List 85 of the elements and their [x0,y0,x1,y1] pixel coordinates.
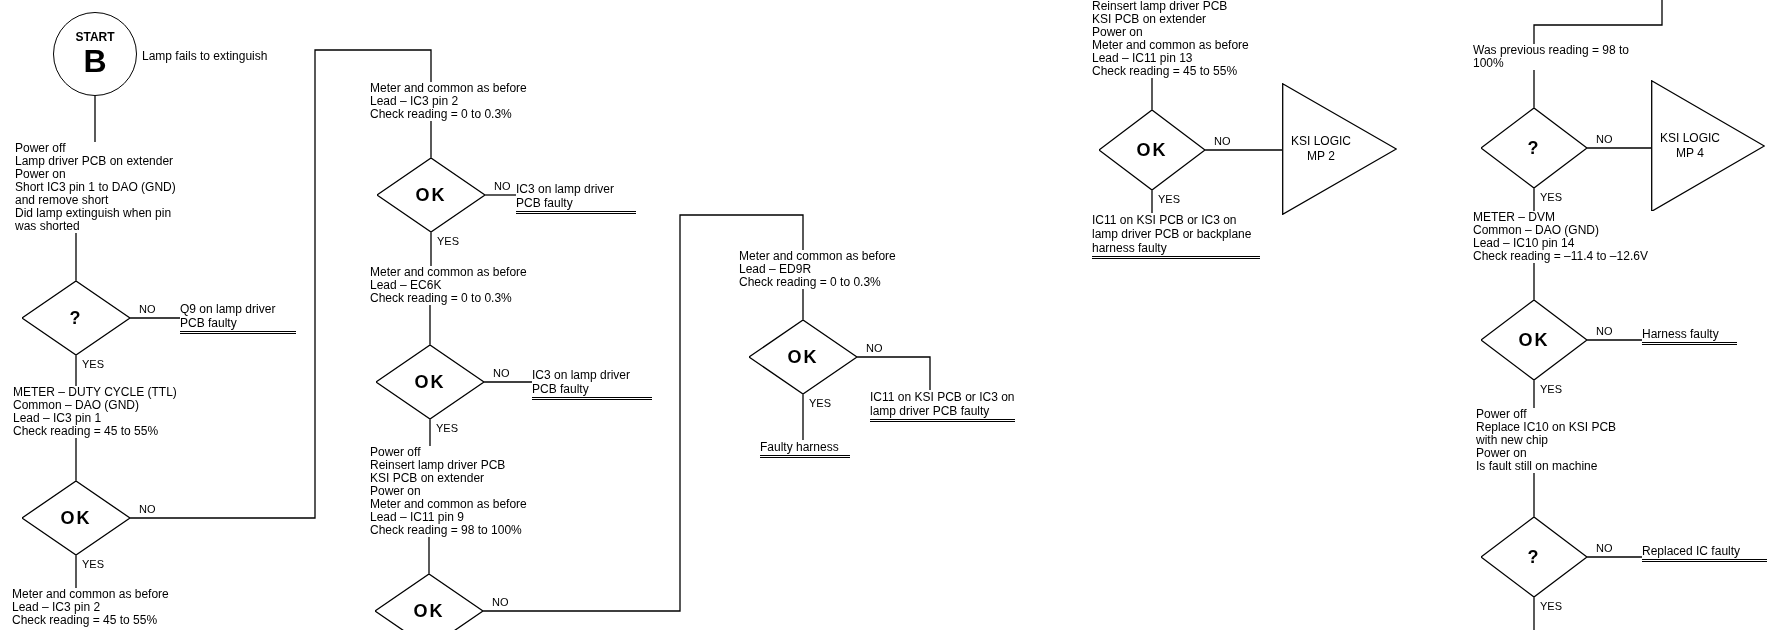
flow-line [1533,596,1535,630]
edge-label: YES [1539,383,1563,395]
fault-result: IC3 on lamp driver PCB faulty [532,368,652,400]
decision-diamond [749,320,857,394]
flow-line [802,288,804,321]
flow-line [802,393,804,441]
decision-diamond [1099,110,1205,190]
flow-line [483,381,533,383]
flow-line [484,194,517,196]
edge-label: NO [1595,325,1614,337]
flow-line [75,437,77,482]
flow-line [1533,262,1535,301]
edge-label: NO [491,596,510,608]
flow-line [1533,69,1535,109]
flow-line [129,317,181,319]
flow-line [75,354,77,387]
flow-line [1533,187,1535,212]
flow-line [94,95,96,143]
off-page-connector-triangle [1282,83,1397,215]
decision-label: ? [1527,545,1541,569]
decision-label: OK [60,506,92,530]
start-caption: Lamp fails to extinguish [142,49,268,63]
flow-line [428,536,430,575]
edge-label: YES [81,358,105,370]
flow-line [75,554,77,589]
decision-diamond [1481,300,1587,380]
decision-label: ? [1527,136,1541,160]
flow-line [1586,339,1643,341]
fault-result: Faulty harness [760,440,850,458]
start-label: START [75,30,115,44]
flow-line [129,49,432,519]
flow-line [1533,379,1535,409]
flow-line [430,120,432,159]
flow-line [429,304,431,346]
decision-label: OK [787,345,819,369]
flow-line [1533,0,1663,45]
edge-label: NO [1595,542,1614,554]
connector-letter: B [83,44,107,78]
edge-label: YES [808,397,832,409]
edge-label: NO [493,180,512,192]
decision-diamond [375,574,483,630]
decision-diamond [1481,517,1587,597]
edge-label: YES [1539,600,1563,612]
flow-line [1586,556,1643,558]
decision-diamond [22,481,130,555]
flow-line [1151,77,1153,111]
edge-label: YES [436,235,460,247]
fault-result: IC11 on KSI PCB or IC3 on lamp driver PCB or backplane harness faulty [1092,213,1260,259]
edge-label: NO [1595,133,1614,145]
decision-label: OK [1136,138,1168,162]
edge-label: NO [138,303,157,315]
decision-label: OK [414,370,446,394]
flow-line [429,418,431,447]
edge-label: NO [138,503,157,515]
flow-line [1533,472,1535,518]
fault-result: IC3 on lamp driver PCB faulty [516,182,636,214]
fault-result: Harness faulty [1642,327,1737,345]
flow-line [856,356,931,391]
fault-result: Replaced IC faulty [1642,544,1767,562]
decision-diamond [377,158,485,232]
flow-line [482,214,804,612]
edge-label: NO [865,342,884,354]
edge-label: YES [81,558,105,570]
flow-line [75,232,77,282]
flow-line [430,231,432,267]
fault-result: IC11 on KSI PCB or IC3 on lamp driver PCB faulty [870,390,1015,422]
flow-line [1586,147,1652,149]
edge-label: YES [1157,193,1181,205]
flow-line [1204,149,1283,151]
decision-diamond [1481,108,1587,188]
decision-label: OK [413,599,445,623]
fault-result: Q9 on lamp driver PCB faulty [180,302,296,334]
edge-label: YES [1539,191,1563,203]
decision-diamond [376,345,484,419]
connector-label: KSI LOGIC MP 4 [1659,131,1721,161]
edge-label: NO [1213,135,1232,147]
edge-label: YES [435,422,459,434]
edge-label: NO [492,367,511,379]
off-page-connector-triangle [1651,80,1765,212]
decision-diamond [22,281,130,355]
decision-label: OK [1518,328,1550,352]
flow-line [1151,189,1153,214]
connector-label: KSI LOGIC MP 2 [1290,134,1352,164]
decision-label: OK [415,183,447,207]
decision-label: ? [69,306,83,330]
